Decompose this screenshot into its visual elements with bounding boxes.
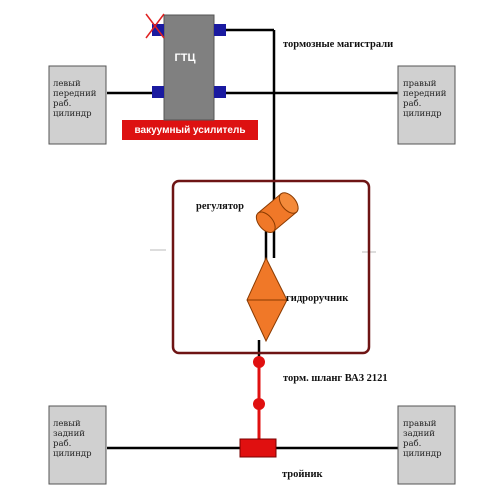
- hose-fitting-top: [253, 356, 265, 368]
- wheel-rear-left: [48, 405, 107, 485]
- master-cylinder: [163, 14, 215, 121]
- plugged-port-cross-icon: [145, 13, 165, 39]
- vacuum-booster: [122, 120, 258, 140]
- hydro-handbrake-label: гидроручник: [286, 293, 349, 304]
- wheel-front-right-label: правый передний раб. цилиндр: [403, 79, 447, 119]
- regulator-frame: [171, 179, 371, 355]
- wheel-front-right: [397, 65, 456, 145]
- wheel-front-left: [48, 65, 107, 145]
- regulator-icon: [255, 192, 299, 234]
- vacuum-booster-label: вакуумный усилитель: [134, 124, 246, 136]
- wheel-rear-right: [397, 405, 456, 485]
- hose-label: торм. шланг ВАЗ 2121: [283, 373, 388, 384]
- port-bottom-right: [214, 86, 226, 98]
- tee-fitting: [239, 438, 277, 458]
- port-top-right: [214, 24, 226, 36]
- regulator-label: регулятор: [196, 201, 244, 212]
- wheel-front-left-label: левый передний раб. цилиндр: [53, 79, 97, 119]
- hose-fitting-bottom: [253, 398, 265, 410]
- brake-lines-label: тормозные магистрали: [283, 39, 394, 50]
- wheel-rear-right-label: правый задний раб. цилиндр: [403, 419, 442, 459]
- port-bottom-left: [152, 86, 164, 98]
- master-cylinder-label: ГТЦ: [174, 52, 196, 64]
- tee-label: тройник: [282, 469, 323, 480]
- wheel-rear-left-label: левый задний раб. цилиндр: [53, 419, 92, 459]
